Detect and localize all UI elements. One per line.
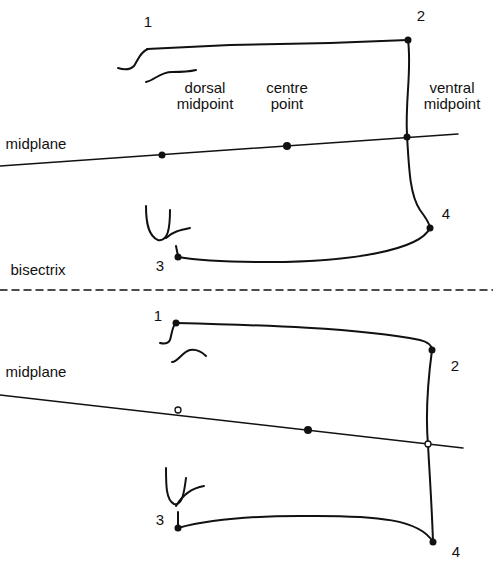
landmark-dot	[429, 347, 436, 354]
callout-number: 3	[155, 258, 165, 274]
callout-number: 2	[450, 358, 460, 374]
callout-number: 2	[416, 8, 426, 24]
callout-number: 1	[153, 308, 163, 324]
landmark-dot	[430, 539, 437, 546]
midpoint-dot	[404, 134, 411, 141]
point-label: ventral midpoint	[418, 80, 486, 112]
callout-number: 1	[143, 14, 153, 30]
lower-tooth-mark	[176, 486, 204, 527]
midpoint-dot	[159, 152, 166, 159]
line-label: bisectrix	[9, 262, 66, 278]
centre-dot	[304, 426, 312, 434]
lower-tooth-mark	[166, 228, 190, 256]
callout-number: 4	[451, 544, 461, 560]
landmark-dot	[173, 320, 180, 327]
landmark-dot	[427, 225, 434, 232]
ventral-margin	[178, 228, 430, 262]
midplane-line	[0, 134, 458, 166]
hinge-tooth	[172, 350, 206, 362]
midpoint-dot	[175, 407, 181, 413]
midplane-line	[0, 395, 463, 448]
hinge-hook	[160, 323, 176, 344]
centre-dot	[283, 142, 291, 150]
callout-number: 4	[441, 206, 451, 222]
bisectrix-line	[0, 289, 493, 291]
posterior-margin	[407, 40, 430, 228]
ventral-margin	[178, 516, 433, 542]
line-label: midplane	[5, 136, 68, 152]
lower-tooth	[146, 206, 170, 240]
dorsal-margin	[176, 323, 432, 350]
landmark-dot	[175, 254, 182, 261]
point-label: centre point	[255, 80, 319, 112]
dorsal-margin	[147, 40, 408, 49]
point-label: dorsal midpoint	[171, 80, 239, 112]
lower-tooth	[166, 468, 186, 504]
landmark-dot	[405, 37, 412, 44]
hinge-hook	[118, 49, 148, 69]
line-label: midplane	[5, 364, 68, 380]
midpoint-dot	[425, 441, 431, 447]
callout-number: 3	[155, 512, 165, 528]
landmark-dot	[175, 525, 182, 532]
